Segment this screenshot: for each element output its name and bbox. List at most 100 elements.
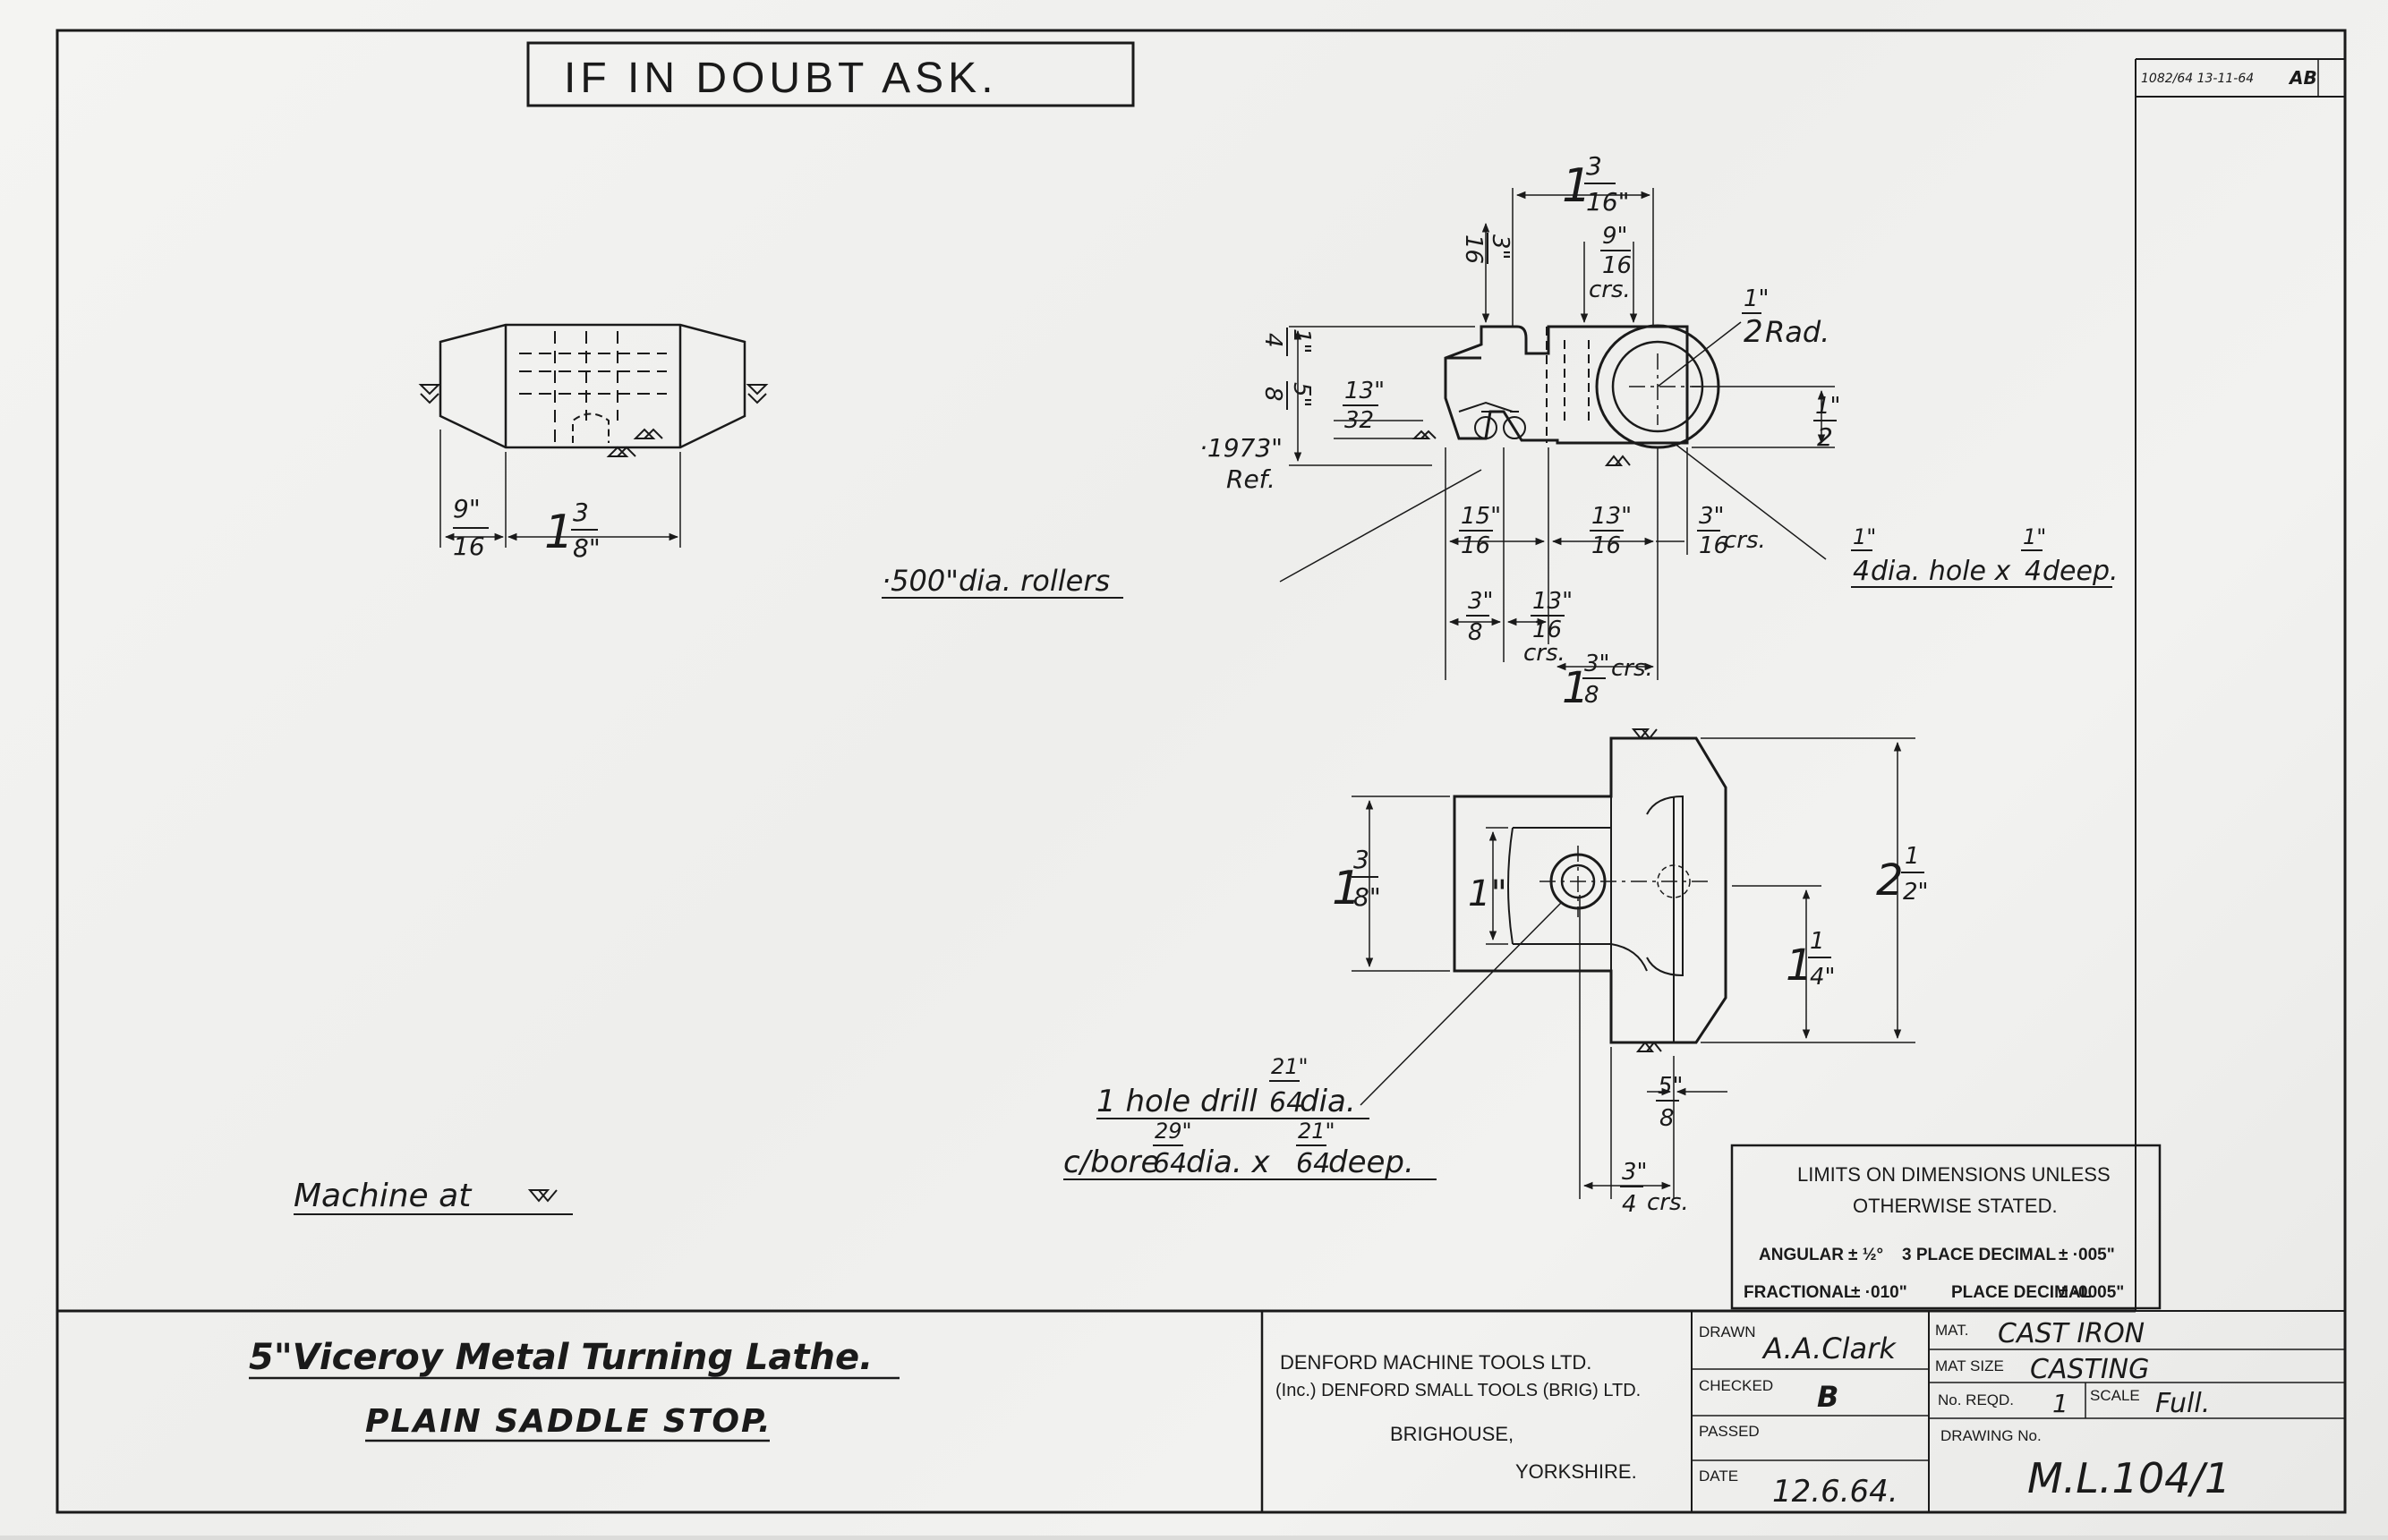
svg-text:PASSED: PASSED	[1699, 1423, 1760, 1440]
svg-text:crs.: crs.	[1647, 1189, 1689, 1216]
svg-text:dia. x: dia. x	[1186, 1144, 1270, 1180]
svg-text:1": 1"	[1744, 285, 1770, 312]
svg-text:32: 32	[1344, 407, 1374, 434]
dim-3-16-crs: 3" 16 crs.	[1697, 503, 1766, 559]
svg-text:3: 3	[1353, 845, 1369, 874]
drawn-signature: A.A.Clark	[1761, 1332, 1897, 1366]
dim-1-3-16: 1 3 16"	[1562, 151, 1630, 217]
svg-text:OTHERWISE STATED.: OTHERWISE STATED.	[1853, 1195, 2058, 1217]
svg-text:1: 1	[1332, 862, 1361, 915]
svg-text:16: 16	[1461, 532, 1490, 559]
svg-text:dia. hole x: dia. hole x	[1871, 556, 2011, 587]
svg-text:5": 5"	[1658, 1073, 1684, 1100]
svg-text:deep.: deep.	[2043, 556, 2119, 587]
dim-3-8: 3" 8	[1466, 588, 1494, 646]
svg-text:3: 3	[1586, 151, 1602, 181]
svg-text:16: 16	[1460, 234, 1487, 264]
svg-text:16": 16"	[1586, 187, 1630, 217]
note-cbore: c/bore 29" 64 dia. x 21" 64 deep.	[1063, 1119, 1437, 1180]
dim-9-16-crs: 9" 16 crs.	[1589, 223, 1632, 303]
svg-text:8: 8	[1659, 1105, 1675, 1132]
svg-text:MAT SIZE: MAT SIZE	[1935, 1357, 2004, 1374]
svg-text:64: 64	[1269, 1087, 1303, 1119]
svg-text:16: 16	[1591, 532, 1621, 559]
svg-text:± ·0005": ± ·0005"	[2059, 1283, 2124, 1302]
svg-text:Full.: Full.	[2155, 1388, 2210, 1419]
svg-text:8: 8	[1468, 619, 1483, 646]
dim-13-16: 13" 16	[1590, 503, 1632, 559]
revision-ref: 1082/64 13-11-64	[2141, 72, 2254, 86]
svg-text:CHECKED: CHECKED	[1699, 1377, 1773, 1394]
svg-text:DRAWN: DRAWN	[1699, 1323, 1756, 1340]
dim-1-3-8-crs: 1 3" 8 crs.	[1562, 651, 1653, 713]
svg-text:No. REQD.: No. REQD.	[1938, 1391, 2014, 1408]
svg-text:Machine at: Machine at	[294, 1178, 473, 1214]
svg-text:4: 4	[1853, 556, 1870, 587]
svg-text:1": 1"	[1853, 524, 1876, 549]
svg-text:2: 2	[1817, 422, 1833, 452]
svg-text:± ½°: ± ½°	[1848, 1246, 1883, 1264]
svg-text:1: 1	[1562, 159, 1591, 213]
svg-text:3": 3"	[1487, 234, 1514, 260]
dim-ref: Ref.	[1226, 464, 1275, 494]
svg-text:4: 4	[1259, 333, 1286, 348]
svg-text:DRAWING No.: DRAWING No.	[1940, 1427, 2042, 1444]
svg-text:1": 1"	[1288, 328, 1315, 354]
svg-text:crs.: crs.	[1523, 640, 1565, 667]
dim-5-8-vert: 5" 8	[1259, 381, 1315, 410]
dim-9-16-left: 9" 16	[453, 494, 489, 561]
svg-text:1: 1	[2052, 1389, 2068, 1418]
title-block	[1260, 1311, 2345, 1512]
svg-text:crs.: crs.	[1589, 277, 1631, 303]
svg-text:2: 2	[1876, 855, 1904, 906]
svg-text:21": 21"	[1298, 1119, 1335, 1144]
dim-13-32: 13" 32	[1343, 378, 1385, 434]
svg-text:3": 3"	[1699, 503, 1725, 530]
checked-signature: B	[1817, 1380, 1838, 1414]
dim-1-inch: 1"	[1468, 873, 1507, 915]
svg-text:64: 64	[1296, 1148, 1330, 1179]
svg-text:DATE: DATE	[1699, 1468, 1738, 1485]
svg-text:13": 13"	[1591, 503, 1632, 530]
svg-text:13": 13"	[1344, 378, 1385, 404]
note-machine-at: Machine at	[294, 1178, 573, 1215]
svg-text:·500"dia. rollers: ·500"dia. rollers	[882, 564, 1110, 598]
svg-text:16: 16	[1602, 252, 1632, 279]
dim-half-rad: 1" 2 Rad.	[1742, 285, 1829, 350]
dim-3-16-vert: 3" 16	[1460, 233, 1514, 264]
plan-view	[1352, 728, 1915, 1199]
warning-box: IF IN DOUBT ASK.	[526, 41, 1135, 107]
svg-text:9": 9"	[1602, 223, 1628, 250]
svg-text:LIMITS ON DIMENSIONS UNLESS: LIMITS ON DIMENSIONS UNLESS	[1797, 1163, 2111, 1186]
svg-text:FRACTIONAL: FRACTIONAL	[1744, 1283, 1855, 1302]
dim-1-3-8-end: 1 3 8"	[544, 498, 601, 563]
side-view	[1279, 188, 1835, 680]
note-drill: 1 hole drill 21" 64 dia.	[1096, 1054, 1369, 1119]
svg-text:64: 64	[1153, 1148, 1187, 1179]
title-line-2: PLAIN SADDLE STOP.	[365, 1403, 772, 1440]
title-line-1: 5"Viceroy Metal Turning Lathe.	[249, 1337, 873, 1378]
svg-text:2: 2	[1744, 314, 1763, 350]
svg-text:ANGULAR: ANGULAR	[1759, 1246, 1844, 1264]
dim-3-4-crs: 3" 4 crs.	[1620, 1159, 1689, 1218]
svg-text:3: 3	[573, 498, 589, 527]
dim-2-1-2: 2 1 2"	[1876, 843, 1929, 906]
svg-text:1: 1	[1810, 928, 1825, 955]
svg-text:SCALE: SCALE	[2090, 1387, 2140, 1404]
title-text: 5"Viceroy Metal Turning Lathe. PLAIN SAD…	[249, 1337, 900, 1442]
svg-text:1: 1	[1905, 843, 1920, 870]
dim-half: 1" 2	[1813, 393, 1841, 452]
sheet-border	[55, 29, 2347, 1514]
title-fields: DRAWN A.A.Clark CHECKED B PASSED DATE 12…	[1699, 1318, 2230, 1510]
company-info: DENFORD MACHINE TOOLS LTD. (Inc.) DENFOR…	[1275, 1351, 1641, 1483]
svg-text:1: 1	[1786, 940, 1813, 991]
svg-text:8: 8	[1259, 387, 1286, 402]
svg-text:CAST IRON: CAST IRON	[1998, 1318, 2145, 1349]
svg-text:crs.: crs.	[1724, 527, 1766, 554]
svg-text:3": 3"	[1622, 1159, 1648, 1186]
dim-1-4-vert: 1" 4	[1259, 328, 1315, 356]
svg-text:4": 4"	[1810, 964, 1836, 991]
svg-text:13": 13"	[1532, 588, 1573, 615]
svg-text:16: 16	[453, 532, 485, 561]
svg-text:crs.: crs.	[1611, 655, 1653, 682]
